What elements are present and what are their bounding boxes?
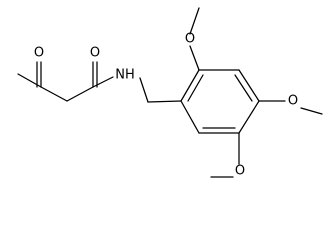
right-methoxy-oxygen-label: O <box>288 94 298 109</box>
amide-oxygen-label: O <box>90 46 100 61</box>
bottom-methoxy-oxygen-label: O <box>235 164 245 179</box>
ring-bond-c4-c5 <box>238 100 260 134</box>
ring-inner-double-bond-c3-c4 <box>234 74 253 102</box>
ketone-oxygen-label: O <box>34 46 44 61</box>
ring-bond-c3-c4 <box>238 69 260 102</box>
bond-top-methoxy-oxygen-to-methyl <box>189 7 200 35</box>
ring-inner-double-bond-c1-c2 <box>187 74 204 102</box>
bond-amide-carbon-to-nitrogen <box>92 76 114 88</box>
chemical-structure-diagram: O O NH O O O <box>0 0 331 184</box>
ring-bond-c1-c2 <box>180 69 200 102</box>
bond-nitrogen-to-benzyl-carbon <box>139 77 149 103</box>
bond-methylene-to-amide-carbon <box>66 86 94 102</box>
atom-label-layer: O O NH O O O <box>34 32 298 179</box>
canvas-background <box>0 0 331 184</box>
amide-nitrogen-label: NH <box>115 68 135 83</box>
ring-bond-c6-c1 <box>180 100 200 134</box>
bond-right-methoxy-oxygen-to-methyl <box>300 107 323 115</box>
bond-benzyl-carbon-to-ring <box>147 100 182 103</box>
bond-ring-to-top-methoxy-oxygen <box>189 45 200 71</box>
bond-ketone-carbon-to-methylene <box>40 86 68 102</box>
bond-layer <box>17 7 323 178</box>
top-methoxy-oxygen-label: O <box>185 32 195 47</box>
